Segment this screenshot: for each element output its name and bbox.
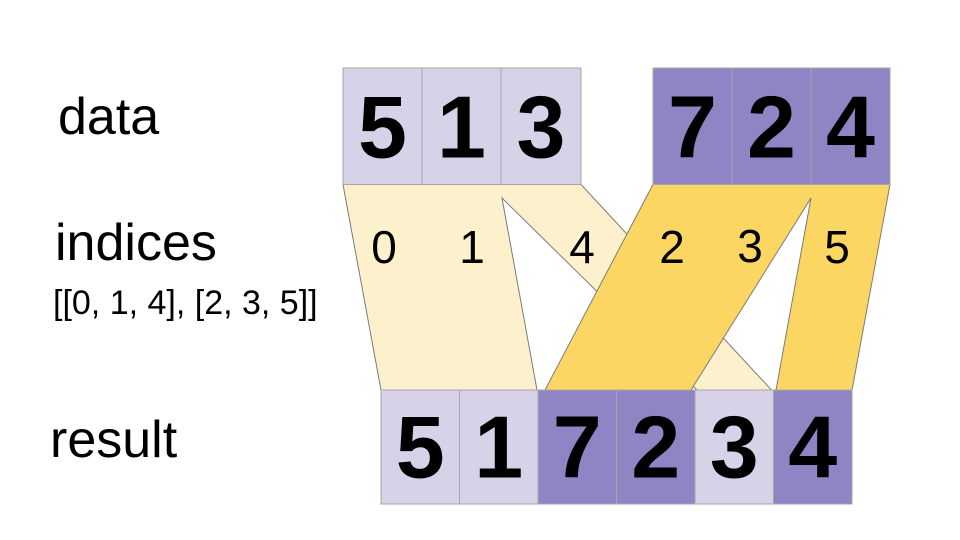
- index-value-5: 5: [824, 221, 850, 273]
- data-cell-4: [731, 67, 812, 185]
- data-value-2: 3: [517, 78, 566, 177]
- result-value-2: 7: [553, 398, 602, 497]
- indices-notation: [[0, 1, 4], [2, 3, 5]]: [53, 284, 318, 322]
- data-cell-0: [342, 67, 423, 185]
- result-value-4: 3: [710, 398, 759, 497]
- data-value-4: 2: [747, 78, 796, 177]
- result-cell-0: [380, 389, 460, 505]
- index-value-0: 0: [371, 221, 397, 273]
- result-cell-5: [773, 389, 853, 505]
- data-value-5: 4: [826, 78, 875, 177]
- indices-label: indices: [55, 214, 217, 272]
- data-cell-1: [421, 67, 502, 185]
- data-cell-2: [500, 67, 582, 185]
- result-label: result: [50, 411, 178, 469]
- index-value-1: 1: [459, 221, 485, 273]
- result-value-5: 4: [788, 398, 837, 497]
- index-value-4: 3: [737, 220, 763, 272]
- data-value-3: 7: [668, 78, 717, 177]
- result-cell-2: [537, 389, 617, 505]
- data-value-0: 5: [358, 78, 407, 177]
- data-cell-5: [810, 67, 891, 185]
- data-cell-3: [652, 67, 733, 185]
- data-value-1: 1: [437, 78, 486, 177]
- result-value-1: 1: [474, 398, 523, 497]
- index-value-3: 2: [659, 221, 685, 273]
- result-value-0: 5: [396, 398, 445, 497]
- result-cell-1: [459, 389, 539, 505]
- data-label: data: [58, 88, 159, 146]
- index-value-2: 4: [569, 221, 595, 273]
- result-cell-4: [694, 389, 774, 505]
- result-value-3: 2: [631, 398, 680, 497]
